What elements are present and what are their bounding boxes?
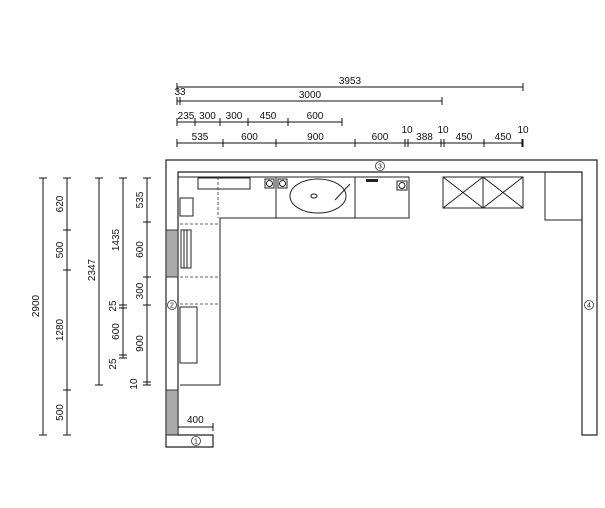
hob — [197, 177, 251, 190]
wall-marker-label: 2 — [170, 303, 174, 310]
drainer — [180, 229, 192, 269]
wall-markers: 1 2 3 4 — [167, 161, 594, 446]
window-lower — [165, 389, 179, 436]
dim-col5-label: 10 — [129, 378, 140, 390]
wall-marker-label: 1 — [194, 439, 198, 446]
dim-row2-label: 3000 — [299, 90, 322, 101]
dim-col2-label: 1280 — [55, 318, 66, 341]
wall-marker-1 — [191, 436, 201, 446]
dim-row4-label: 900 — [307, 132, 324, 143]
dim-col5-label: 600 — [135, 241, 146, 258]
dim-row3-label: 300 — [199, 111, 216, 122]
dim-row4-label: 10 — [401, 125, 413, 136]
dim-row4-label: 388 — [416, 132, 433, 143]
dim-col5-label: 535 — [135, 191, 146, 208]
dim-row3-label: 235 — [178, 111, 195, 122]
dim-col2-label: 500 — [55, 241, 66, 258]
dim-row4-label: 450 — [495, 132, 512, 143]
dim-col4-label: 600 — [111, 323, 122, 340]
dim-col5-label: 300 — [135, 282, 146, 299]
wall-marker-2 — [167, 300, 177, 310]
dim-col2-label: 500 — [55, 404, 66, 421]
appliance — [179, 306, 198, 364]
dim-col2-label: 620 — [55, 195, 66, 212]
dim-row4-label: 10 — [517, 125, 529, 136]
dim-row4-label: 600 — [241, 132, 258, 143]
dim-400: 400 — [187, 415, 204, 426]
dim-col4-label: 25 — [108, 358, 119, 370]
dim-row3-label: 600 — [307, 111, 324, 122]
wall-marker-3 — [375, 161, 385, 171]
wall-marker-4 — [584, 300, 594, 310]
dim-col3-label: 2347 — [87, 258, 98, 281]
dim-row1-offset: 33 — [174, 87, 186, 98]
window-upper — [165, 229, 179, 278]
counter-run — [178, 176, 410, 386]
wall-marker-label: 3 — [378, 164, 382, 171]
wall-marker-label: 4 — [587, 303, 591, 310]
inner-dimension: 400 — [178, 415, 214, 431]
dim-row3-label: 450 — [260, 111, 277, 122]
dim-row4-label: 450 — [456, 132, 473, 143]
sink — [289, 178, 347, 214]
wall-cabinets — [442, 171, 583, 221]
dim-row4-label: 600 — [372, 132, 389, 143]
dim-row1-label: 3953 — [339, 76, 362, 87]
dim-col4-label: 1435 — [111, 228, 122, 251]
dim-col5-label: 900 — [135, 335, 146, 352]
counters — [178, 176, 410, 386]
dim-row3-label: 300 — [226, 111, 243, 122]
dim-col4-label: 25 — [108, 300, 119, 312]
dim-row4-label: 535 — [192, 132, 209, 143]
walls — [165, 159, 598, 448]
dim-col1-label: 2900 — [31, 294, 42, 317]
dim-row4-label: 10 — [437, 125, 449, 136]
outer-wall — [165, 159, 598, 448]
